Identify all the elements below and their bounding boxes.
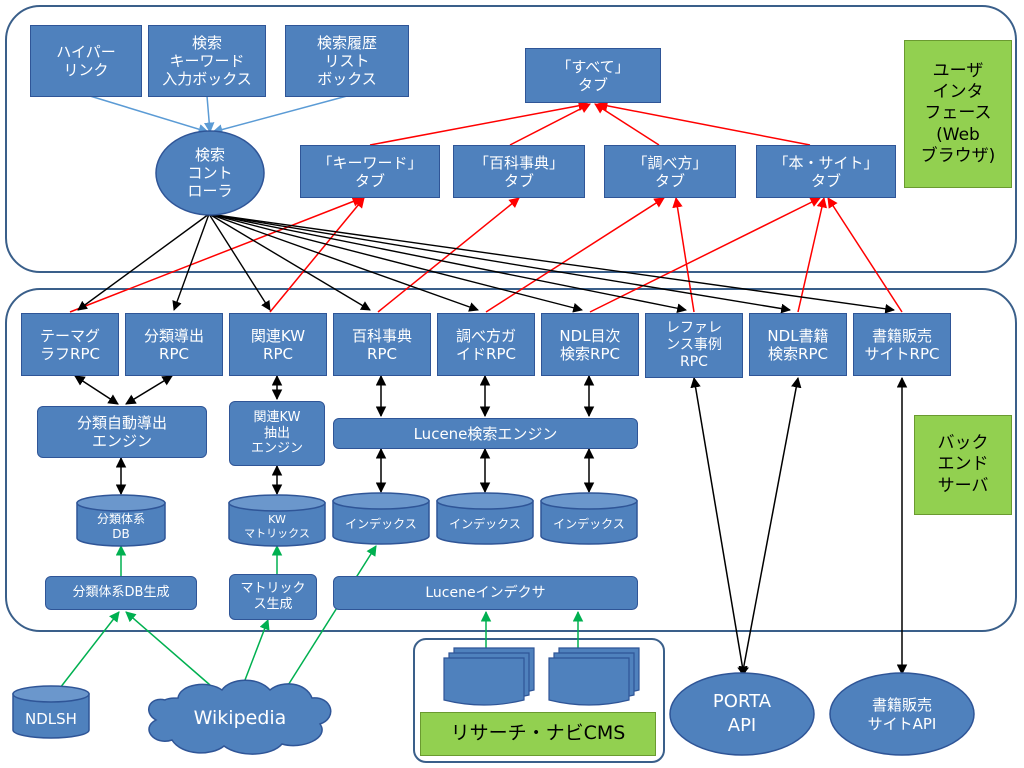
tab-keyword: 「キーワード」 タブ xyxy=(300,145,440,198)
classification-db-cylinder xyxy=(76,494,166,547)
wikipedia-cloud xyxy=(148,679,332,755)
arrow-ndltoc-bookstab xyxy=(589,197,821,313)
rpc-related-kw: 関連KW RPC xyxy=(229,313,327,376)
rpc-reference-case: レファレ ンス事例 RPC xyxy=(645,313,743,378)
kw-matrix-cylinder xyxy=(228,494,326,547)
arrow-themagraph-keywordtab xyxy=(69,196,363,313)
generation-arrows xyxy=(59,544,584,691)
arrow-keywordbox-controller xyxy=(203,95,215,134)
rpc-classification-derive: 分類導出 RPC xyxy=(125,313,223,376)
arrow-relatedkw-keywordtab xyxy=(269,197,365,313)
rpc-encyclopedia: 百科事典 RPC xyxy=(333,313,431,376)
arrow-keywordtab-all xyxy=(369,100,590,146)
rpc-ndl-books: NDL書籍 検索RPC xyxy=(749,313,847,376)
search-keyword-input-box: 検索 キーワード 入力ボックス xyxy=(148,25,266,97)
tab-encyclopedia: 「百科事典」 タブ xyxy=(453,145,585,198)
ui-group-label: ユーザ インタ フェース (Web ブラウザ) xyxy=(904,40,1012,188)
cms-group-label: リサーチ・ナビCMS xyxy=(420,712,656,756)
arrow-historybox-controller xyxy=(211,95,348,135)
hyperlink-box: ハイパー リンク xyxy=(30,25,142,97)
arrow-bookstab-all xyxy=(596,100,811,146)
tab-howto: 「調べ方」 タブ xyxy=(604,145,736,198)
backend-group-label: バック エンド サーバ xyxy=(914,415,1012,515)
cms-documents-right xyxy=(548,647,640,706)
classification-auto-engine: 分類自動導出 エンジン xyxy=(37,406,207,458)
rpc-themagraph: テーマグ ラフRPC xyxy=(21,313,119,376)
lucene-indexer: Luceneインデクサ xyxy=(333,576,638,610)
arrow-encyclopediarpc-tab xyxy=(377,197,520,313)
bookstore-api-shape xyxy=(829,672,975,756)
backend-internal-arrows xyxy=(74,374,908,678)
index-cylinder-1 xyxy=(332,492,430,545)
cms-documents-left xyxy=(443,647,535,706)
tab-all: 「すべて」 タブ xyxy=(525,48,661,103)
rpc-ndl-toc: NDL目次 検索RPC xyxy=(541,313,639,376)
ndlsh-cylinder xyxy=(12,685,90,739)
tab-books-sites: 「本・サイト」 タブ xyxy=(756,145,896,198)
classification-db-generator: 分類体系DB生成 xyxy=(45,576,197,610)
search-history-list-box: 検索履歴 リスト ボックス xyxy=(285,25,409,97)
rpc-bookstore-site: 書籍販売 サイトRPC xyxy=(853,313,951,376)
search-controller-shape xyxy=(155,130,265,216)
index-cylinder-3 xyxy=(540,492,638,545)
arrow-encyclopediatab-all xyxy=(509,103,591,146)
porta-api-shape xyxy=(669,672,815,756)
arrow-bookstore-bookstab xyxy=(827,197,903,313)
index-cylinder-2 xyxy=(436,492,534,545)
rpc-howto-guide: 調べ方ガ イドRPC xyxy=(437,313,535,376)
related-kw-extract-engine: 関連KW 抽出 エンジン xyxy=(229,401,325,466)
controller-rpc-arrows xyxy=(77,213,895,314)
matrix-generator: マトリック ス生成 xyxy=(229,574,317,620)
lucene-search-engine: Lucene検索エンジン xyxy=(333,418,638,449)
arrow-ndlbooks-bookstab xyxy=(797,196,828,313)
arrow-hyperlink-controller xyxy=(89,95,210,135)
